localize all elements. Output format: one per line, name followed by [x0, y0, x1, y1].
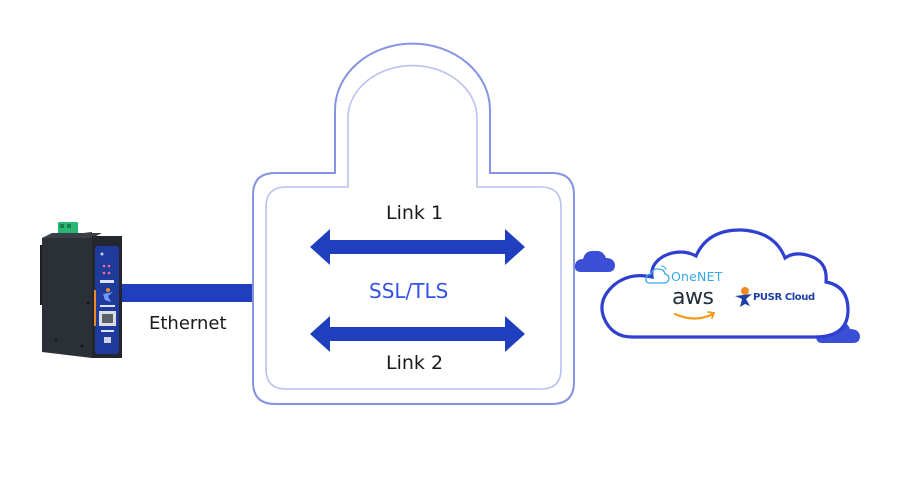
onenet-logo-text: OneNET — [671, 269, 723, 284]
onenet-logo-icon — [645, 268, 670, 284]
lock-outline-inner — [265, 64, 562, 390]
aws-smile-icon — [673, 312, 715, 320]
device-illustration — [40, 222, 122, 358]
link-2-label: Link 2 — [386, 352, 444, 374]
lock-outline-outer — [252, 42, 575, 405]
device-body-top — [42, 233, 102, 238]
pusr-logo-icon — [735, 287, 752, 307]
link-2-arrow — [310, 316, 525, 352]
device-body-side — [42, 232, 92, 358]
link-1-label: Link 1 — [386, 202, 444, 224]
aws-logo-text: aws — [672, 285, 714, 310]
pusr-cloud-logo-text: PUSR Cloud — [753, 292, 815, 303]
big-cloud — [600, 228, 850, 339]
ethernet-cable — [118, 284, 254, 302]
link-1-arrow — [310, 229, 525, 265]
ethernet-label: Ethernet — [149, 313, 227, 334]
ssl-tls-label: SSL/TLS — [369, 279, 449, 303]
small-cloud-left — [574, 250, 615, 272]
